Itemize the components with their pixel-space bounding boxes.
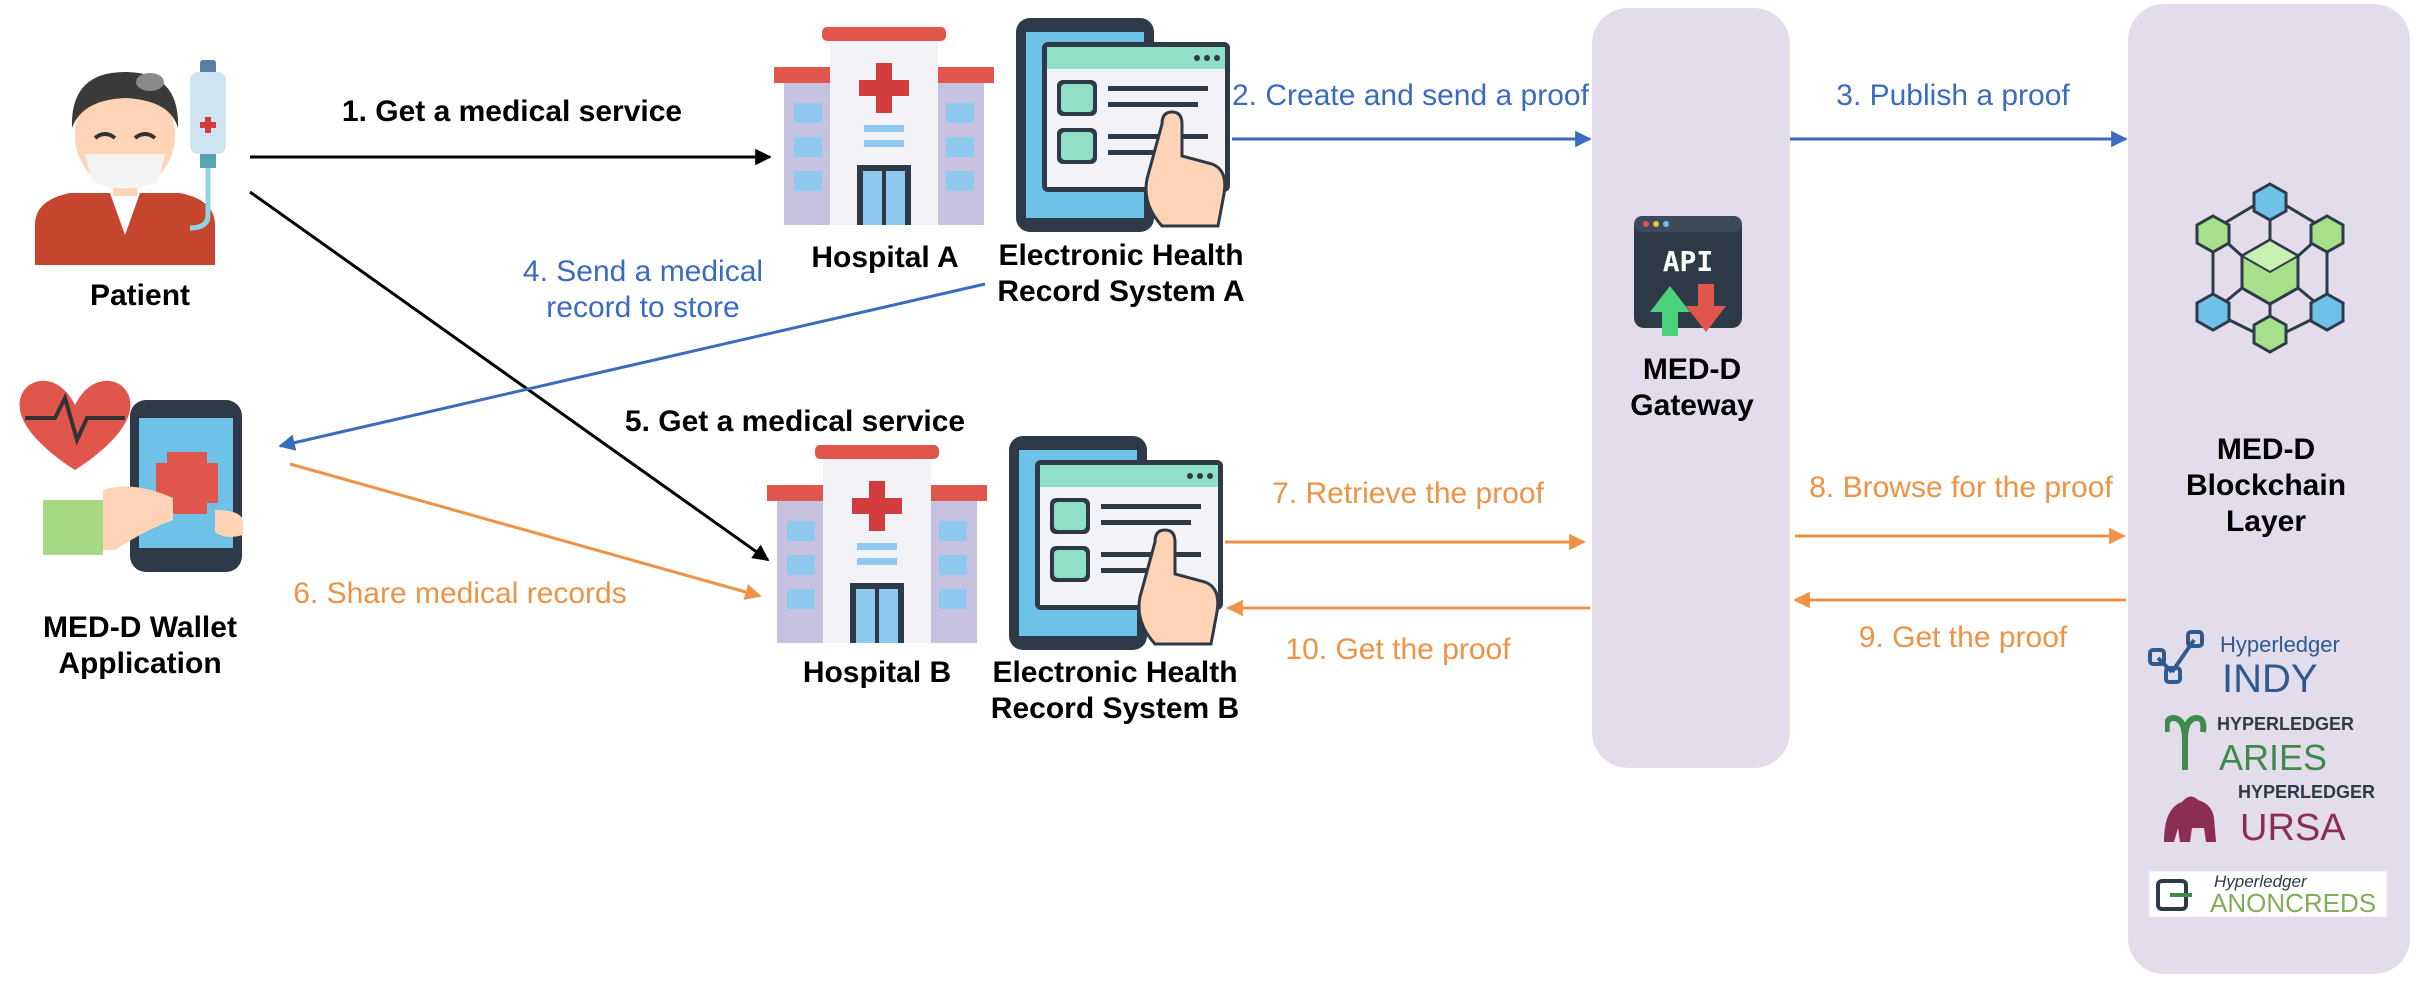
gateway-panel [1592,8,1790,768]
arrow-step-4 [278,282,986,451]
hospital-b-icon [767,445,987,643]
ehr-tablet-b-icon [1009,436,1223,650]
step-6-label: 6. Share medical records [293,577,627,610]
ehr-a-label: Electronic Health Record System A [997,239,1245,308]
hospital-a-label: Hospital A [811,241,959,274]
step-9-label: 9. Get the proof [1858,621,2068,654]
anoncreds-name-text: ANONCREDS [2210,888,2376,918]
blockchain-network-icon [2195,182,2345,354]
ursa-brand-text: HYPERLEDGER [2238,782,2375,802]
patient-icon [35,60,226,265]
arrow-step-6 [289,462,762,600]
hyperledger-ursa-logo: HYPERLEDGER URSA [2164,782,2375,848]
blockchain-label: MED-D Blockchain Layer [2185,433,2347,538]
step-10-label: 10. Get the proof [1285,633,1511,666]
wallet-app-icon [19,380,243,572]
step-3-label: 3. Publish a proof [1836,79,2070,112]
ursa-name-text: URSA [2240,807,2346,848]
ehr-tablet-a-icon [1016,18,1230,232]
step-8-label: 8. Browse for the proof [1809,471,2113,504]
indy-brand-text: Hyperledger [2220,632,2340,657]
indy-name-text: INDY [2222,657,2318,700]
hyperledger-aries-logo: HYPERLEDGER ARIES [2165,714,2354,776]
wallet-app-label: MED-D Wallet Application [43,611,237,680]
step-4-label: 4. Send a medical record to store [522,255,764,324]
arrow-step-5 [249,190,770,562]
api-gateway-icon: API [1634,216,1742,336]
step-5-label: 5. Get a medical service [624,405,966,438]
ehr-b-label: Electronic Health Record System B [990,656,1240,725]
gateway-label: MED-D Gateway [1630,353,1754,422]
anoncreds-brand-text: Hyperledger [2214,872,2308,891]
hospital-b-label: Hospital B [802,656,952,689]
patient-label: Patient [89,279,191,312]
aries-brand-text: HYPERLEDGER [2217,714,2354,734]
step-2-label: 2. Create and send a proof [1232,79,1589,112]
hospital-a-icon [774,27,994,225]
hyperledger-indy-logo: Hyperledger INDY [2148,630,2340,700]
hyperledger-anoncreds-logo: Hyperledger ANONCREDS [2148,870,2388,918]
step-1-label: 1. Get a medical service [341,95,683,128]
aries-name-text: ARIES [2219,737,2327,776]
api-badge-text: API [1663,245,1714,278]
step-7-label: 7. Retrieve the proof [1272,477,1544,510]
